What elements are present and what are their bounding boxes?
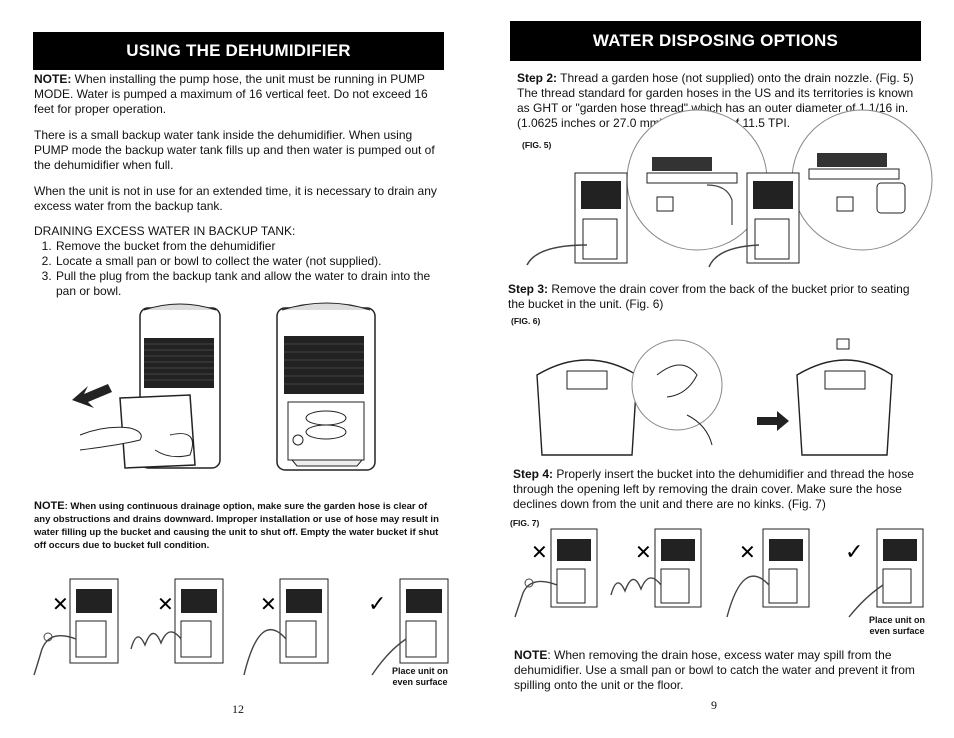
hose-unit-2 [610,528,702,608]
arrow-icon [72,384,112,408]
drain-excess-paragraph: When the unit is not in use for an exten… [34,184,437,213]
left-hose-diagrams: ✕ ✕ ✕ ✓ [30,575,460,676]
cross-mark-icon: ✕ [635,540,652,564]
draining-list-heading: DRAINING EXCESS WATER IN BACKUP TANK: [34,224,296,238]
fig-6-illustration [536,338,893,456]
hose-unit-2 [130,578,224,664]
draining-step-2: Locate a small pan or bowl to collect th… [55,254,444,269]
continuous-drainage-note: NOTE: When using continuous drainage opt… [34,500,439,551]
cross-mark-icon: ✕ [157,592,174,616]
left-section-title: USING THE DEHUMIDIFIER [33,32,444,70]
hose-unit-4 [848,528,924,618]
right-section-title: WATER DISPOSING OPTIONS [510,21,921,61]
backup-tank-paragraph: There is a small backup water tank insid… [34,128,435,172]
check-mark-icon: ✓ [845,540,863,565]
fig-7-caption: (FIG. 7) [510,518,540,528]
arrow-icon [757,411,789,431]
fig-5-illustration [526,109,933,268]
right-page: WATER DISPOSING OPTIONS Step 2: Thread a… [477,0,954,738]
hose-unit-3 [243,578,329,676]
cross-mark-icon: ✕ [531,540,548,564]
cross-mark-icon: ✕ [52,592,69,616]
draining-steps-list: Remove the bucket from the dehumidifier … [34,239,444,299]
pump-mode-note: NOTE: When installing the pump hose, the… [34,72,428,116]
left-page: USING THE DEHUMIDIFIER NOTE: When instal… [0,0,477,738]
fig-5-caption: (FIG. 5) [522,140,552,150]
left-page-number: 12 [232,702,244,716]
right-even-surface-label: Place unit on even surface [868,615,925,636]
left-even-surface-label: Place unit on even surface [391,666,448,687]
hose-unit-3 [726,528,810,618]
right-hose-diagrams: ✕ ✕ ✕ ✓ [507,525,947,618]
drain-hose-removal-note: NOTE: When removing the drain hose, exce… [514,648,915,692]
cross-mark-icon: ✕ [260,592,277,616]
check-mark-icon: ✓ [368,592,386,617]
right-page-number: 9 [711,698,717,712]
draining-step-3: Pull the plug from the backup tank and a… [55,269,444,299]
hose-unit-1 [514,528,598,618]
cross-mark-icon: ✕ [739,540,756,564]
fig-6-caption: (FIG. 6) [511,316,541,326]
step-4-paragraph: Step 4: Properly insert the bucket into … [513,467,914,511]
remove-bucket-illustration [72,303,221,469]
hose-unit-1 [33,578,119,676]
backup-tank-plug-illustration [276,302,376,471]
draining-step-1: Remove the bucket from the dehumidifier [55,239,444,254]
step-3-paragraph: Step 3: Remove the drain cover from the … [508,282,910,311]
hose-unit-4 [371,578,449,676]
